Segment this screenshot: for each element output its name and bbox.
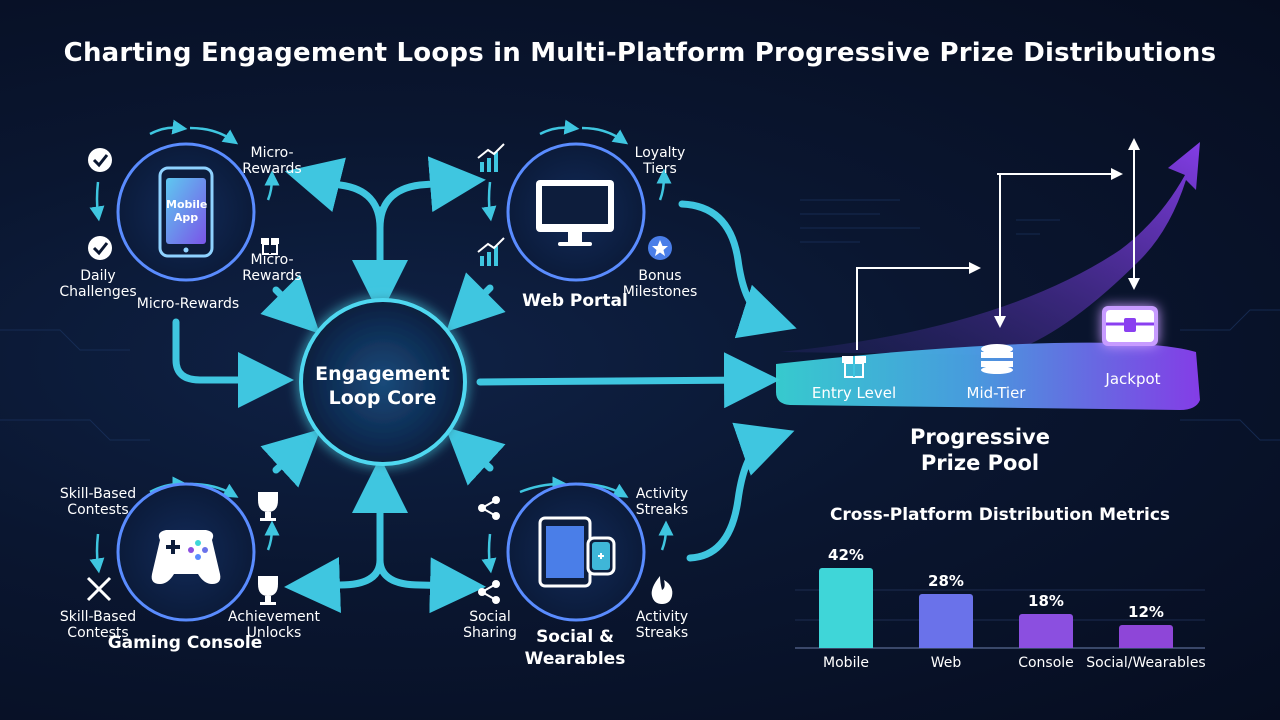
core-label: Engagement Loop Core: [315, 363, 450, 409]
trophy-icon: [258, 576, 278, 605]
share-icon: [478, 580, 500, 604]
bar-value-label: 18%: [1028, 591, 1064, 610]
bar-mobile: [819, 567, 873, 648]
circuit-lines: [0, 199, 1280, 441]
bar-web: [919, 594, 973, 648]
social-label-activity-streaks-top: Activity Streaks: [635, 486, 689, 518]
check-icon: [88, 148, 112, 172]
web-portal-title: Web Portal: [522, 291, 628, 311]
gaming-console-title: Gaming Console: [107, 633, 263, 653]
tier-jackpot: Jackpot: [1105, 370, 1161, 388]
tier-arrows: [856, 138, 1140, 350]
bar-social-wearables: [1119, 625, 1173, 648]
trending-up-icon: [477, 237, 505, 266]
flow-arrows: [172, 156, 797, 614]
share-icon: [478, 496, 500, 520]
star-badge-icon: [648, 236, 672, 260]
mobile-label-daily-challenges: Daily Challenges: [59, 268, 137, 300]
prize-curve: [776, 142, 1200, 410]
prize-pool-title: Progressive Prize Pool: [910, 425, 1050, 475]
bar-category-label: Mobile: [823, 655, 869, 671]
crossed-swords-icon: [86, 576, 112, 602]
mobile-label-micro-rewards-top: Micro- Rewards: [242, 145, 302, 177]
gamepad-icon: [151, 530, 221, 584]
page-title: Charting Engagement Loops in Multi-Platf…: [63, 38, 1217, 68]
bar-category-label: Console: [1018, 655, 1074, 671]
bar-value-label: 12%: [1128, 603, 1164, 622]
tier-mid-tier: Mid-Tier: [966, 384, 1026, 402]
metrics-chart-title: Cross-Platform Distribution Metrics: [829, 505, 1171, 525]
mobile-label-micro-rewards-right: Micro- Rewards: [242, 252, 302, 284]
bar-category-label: Social/Wearables: [1086, 655, 1206, 671]
console-label-skill-contests-top: Skill-Based Contests: [59, 486, 137, 518]
treasure-chest-icon: [1102, 306, 1158, 346]
social-wearables-title: Social & Wearables: [524, 627, 626, 669]
bar-console: [1019, 613, 1073, 648]
social-label-social-sharing: Social Sharing: [463, 609, 517, 641]
console-label-skill-contests-bottom: Skill-Based Contests: [59, 609, 137, 641]
web-label-bonus-milestones: Bonus Milestones: [622, 268, 698, 300]
gift-icon: [261, 238, 279, 255]
bar-value-label: 28%: [928, 572, 964, 591]
bar-category-label: Web: [930, 655, 962, 671]
tablet-watch-icon: [538, 516, 616, 588]
tier-entry-level: Entry Level: [811, 384, 897, 402]
flame-icon: [651, 576, 673, 604]
gift-icon: [842, 356, 866, 378]
phone-icon: [158, 166, 214, 258]
mobile-device-text: Mobile App: [166, 198, 208, 224]
engagement-core: [299, 298, 467, 466]
check-icon: [88, 236, 112, 260]
database-icon: [981, 344, 1013, 374]
social-label-activity-streaks-bottom: Activity Streaks: [635, 609, 689, 641]
monitor-icon: [536, 180, 614, 246]
trending-up-icon: [477, 143, 505, 172]
bar-value-label: 42%: [828, 545, 864, 564]
console-label-achievement-unlocks: Achievement Unlocks: [228, 609, 320, 641]
trophy-icon: [258, 492, 278, 521]
web-label-loyalty-tiers: Loyalty Tiers: [634, 145, 686, 177]
mobile-label-micro-rewards-bottom: Micro-Rewards: [136, 296, 240, 312]
